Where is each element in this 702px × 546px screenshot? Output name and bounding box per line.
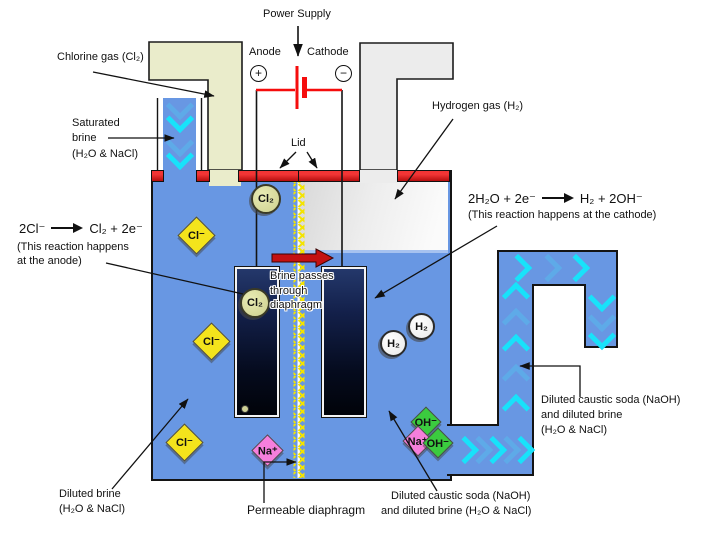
brine-passes-line-3: diaphragm <box>270 299 322 311</box>
flow-chevron-up <box>501 281 531 311</box>
reaction-arrow-icon <box>541 193 574 204</box>
cathode-reaction-note: (This reaction happens at the cathode) <box>468 209 657 221</box>
hydrogen-gas-label: Hydrogen gas (H₂) <box>432 100 524 112</box>
caustic-bottom-label-1: Diluted caustic soda (NaOH) <box>391 490 531 502</box>
saturated-brine-label-3: (H₂O & NaCl) <box>72 148 138 160</box>
permeable-diaphragm-label: Permeable diaphragm <box>247 503 366 517</box>
chlorine-gas-pointer <box>92 71 215 98</box>
caustic-bottom-label-2: and diluted brine (H₂O & NaCl) <box>381 505 532 517</box>
anode-plus-symbol: + <box>250 65 267 82</box>
lid-segment <box>196 170 210 182</box>
brine-passes-label: Brine passes through diaphragm <box>270 269 334 313</box>
cathode-label: Cathode <box>307 46 349 58</box>
liquid-level <box>300 250 448 253</box>
chlorine-bubble-label: Cl₂ <box>258 193 274 205</box>
lid-segment <box>298 170 360 182</box>
lid-pointer-right <box>306 151 318 169</box>
hydrogen-bubble: H₂ <box>408 313 435 340</box>
anode-reaction-note-2: at the anode) <box>17 255 82 267</box>
lid-segment <box>397 170 450 182</box>
brine-passes-line-2: through <box>270 284 308 297</box>
cathode-reaction-equation: 2H₂O + 2e⁻ H₂ + 2OH⁻ <box>468 191 643 207</box>
hydrogen-bubble-label: H₂ <box>415 320 428 333</box>
chloride-ion-label: Cl⁻ <box>203 336 220 348</box>
anode-reaction-equation: 2Cl⁻ Cl₂ + 2e⁻ <box>19 221 143 237</box>
caustic-right-label-1: Diluted caustic soda (NaOH) <box>541 394 681 406</box>
flow-chevron-up <box>501 393 531 423</box>
electrode-bubble-dot <box>241 405 249 413</box>
anode-reaction-rhs: Cl₂ + 2e⁻ <box>89 221 143 236</box>
cathode-reaction-lhs: 2H₂O + 2e⁻ <box>468 191 536 206</box>
anode-reaction-note-1: (This reaction happens <box>17 241 129 253</box>
cathode-reaction-rhs: H₂ + 2OH⁻ <box>579 191 643 206</box>
chlorine-bubble: Cl₂ <box>251 184 281 214</box>
flow-chevron-right <box>533 253 563 283</box>
hydrogen-gas-space <box>300 182 448 250</box>
flow-chevron-up <box>501 333 531 363</box>
lid-label: Lid <box>291 137 306 149</box>
chlorine-bubble-label: Cl₂ <box>247 297 263 309</box>
caustic-right-label-3: (H₂O & NaCl) <box>541 424 607 436</box>
sodium-ion-label: Na⁺ <box>257 445 278 457</box>
anode-label: Anode <box>249 46 281 58</box>
flow-chevron-up <box>501 363 531 393</box>
cathode-minus-symbol: − <box>335 65 352 82</box>
hydrogen-bubble-label: H₂ <box>387 337 400 350</box>
reaction-arrow-icon <box>51 223 84 234</box>
chlorine-bubble: Cl₂ <box>240 288 270 318</box>
chlorine-chimney <box>148 41 243 171</box>
chloride-ion-label: Cl⁻ <box>176 437 193 449</box>
power-supply-label: Power Supply <box>263 8 331 20</box>
chlorine-gas-label: Chlorine gas (Cl₂) <box>57 51 144 63</box>
diluted-brine-label-2: (H₂O & NaCl) <box>59 503 125 515</box>
flow-chevron-down <box>587 321 617 351</box>
diluted-brine-label-1: Diluted brine <box>59 488 121 500</box>
chloride-ion-label: Cl⁻ <box>188 230 205 242</box>
hydroxide-ion-label: OH⁻ <box>426 437 450 450</box>
flow-chevron-up <box>501 307 531 337</box>
saturated-brine-label-2: brine <box>72 132 97 144</box>
lid-pointer-left <box>279 151 297 169</box>
caustic-right-pointer <box>519 362 581 397</box>
flow-chevron-right <box>561 253 591 283</box>
hydrogen-bubble: H₂ <box>380 330 407 357</box>
anode-reaction-lhs: 2Cl⁻ <box>19 221 46 236</box>
lid-segment <box>151 170 164 182</box>
saturated-brine-label-1: Saturated <box>72 117 120 129</box>
flow-chevron-right <box>503 253 533 283</box>
brine-passes-line-1: Brine passes <box>270 270 334 282</box>
lid-segment <box>238 170 299 182</box>
caustic-right-label-2: and diluted brine <box>541 409 623 421</box>
cathode-electrode <box>322 267 366 417</box>
